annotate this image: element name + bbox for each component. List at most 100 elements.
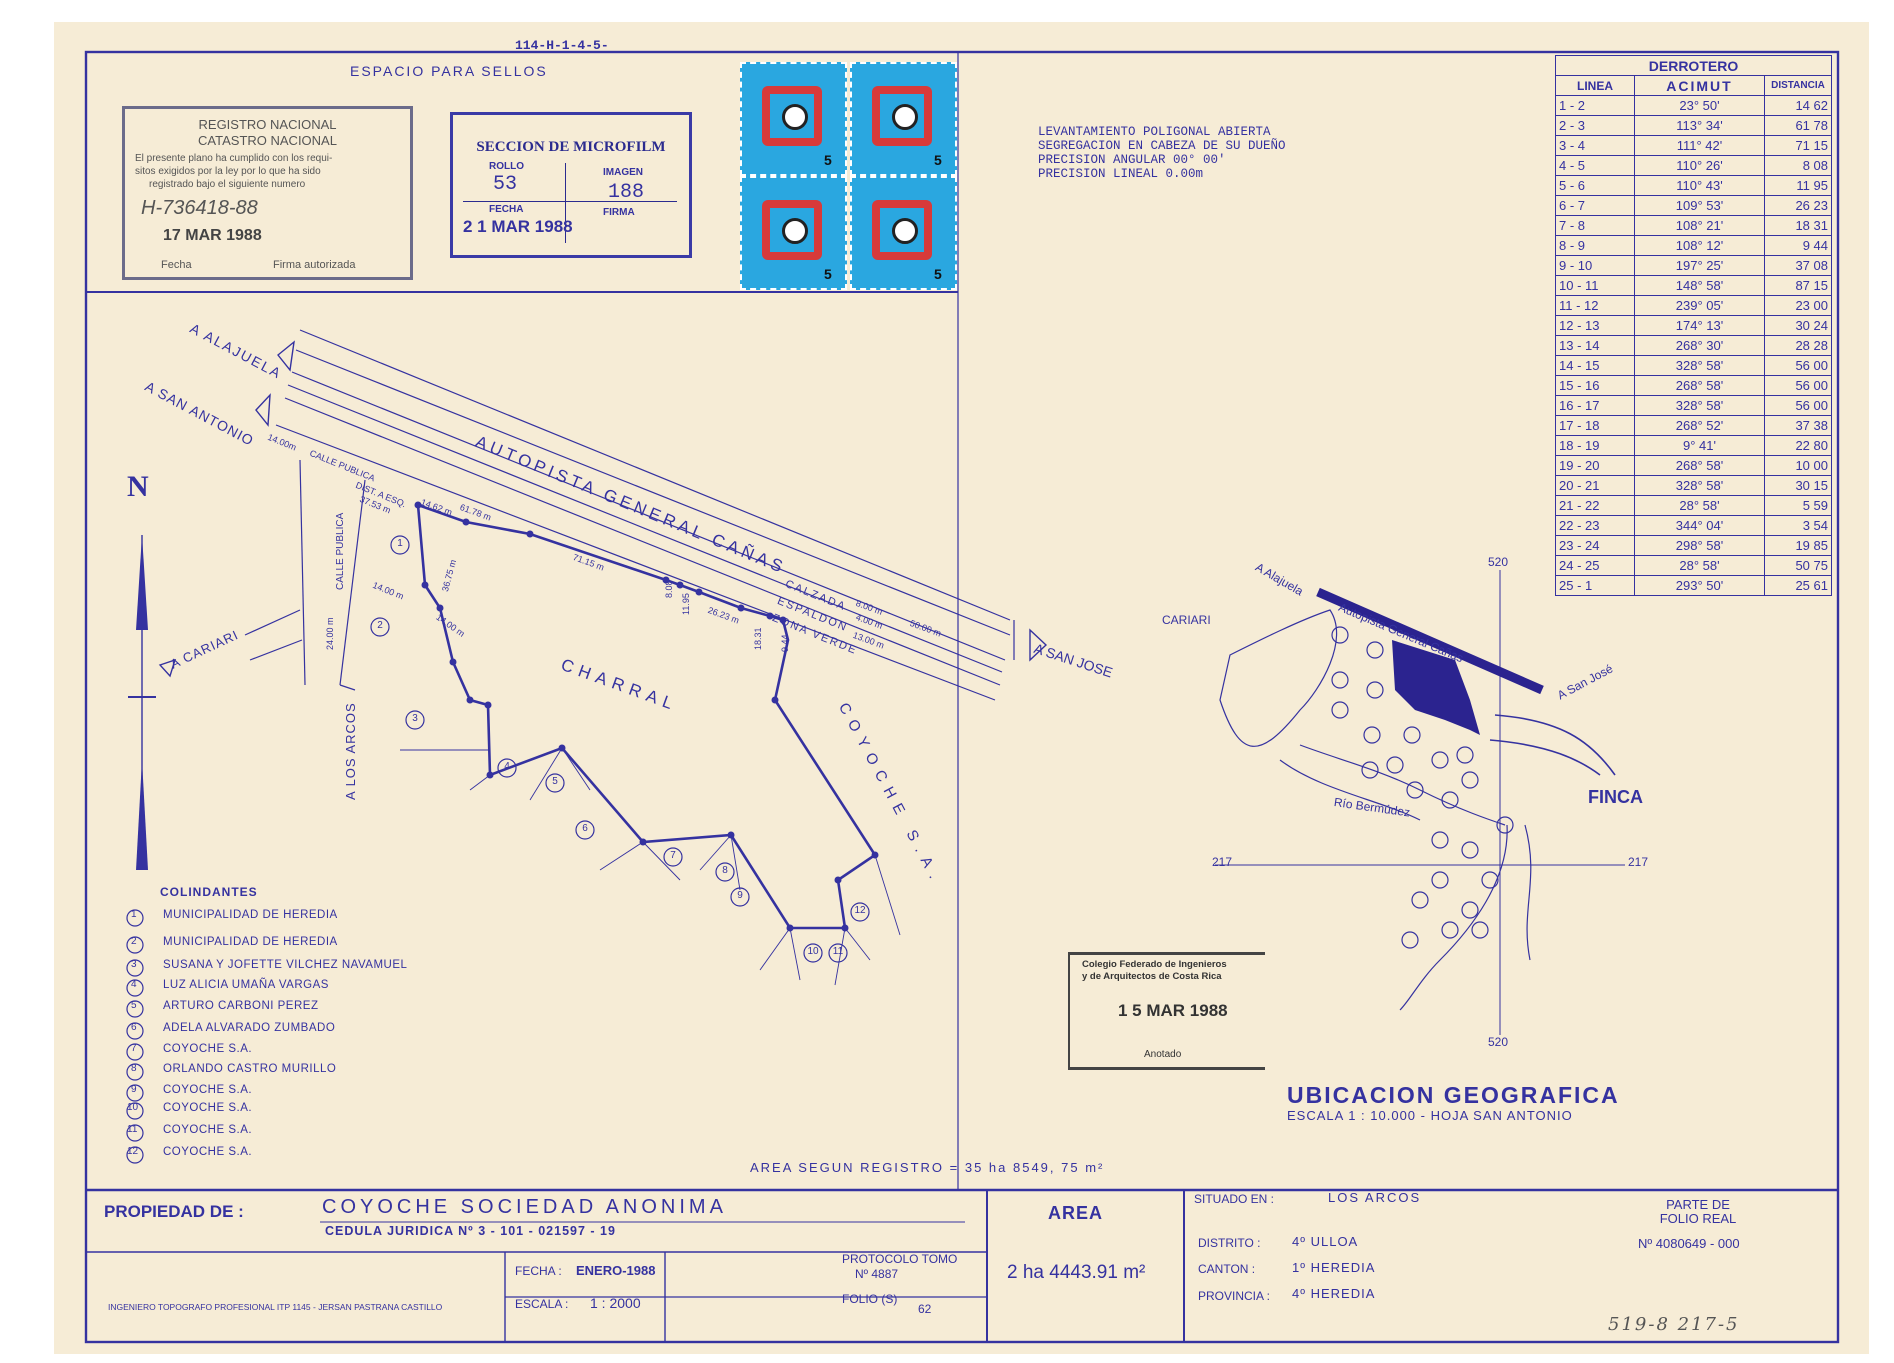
row-acimut: 239° 05' xyxy=(1634,295,1765,316)
map-neighbour-number: 8 xyxy=(722,865,728,876)
colindante-number: 9 xyxy=(131,1084,137,1095)
row-acimut: 328° 58' xyxy=(1634,395,1765,416)
dim-label: 18.31 xyxy=(753,627,763,650)
registry-date: 17 MAR 1988 xyxy=(163,227,262,244)
map-neighbour-number: 3 xyxy=(412,713,418,724)
row-distancia: 5 59 xyxy=(1764,495,1832,516)
handwritten-codes: 519-8 217-5 xyxy=(1608,1314,1740,1335)
colindante-name: COYOCHE S.A. xyxy=(163,1084,253,1096)
row-distancia: 8 08 xyxy=(1764,155,1832,176)
survey-note: PRECISION LINEAL 0.00m xyxy=(1038,167,1204,181)
row-distancia: 71 15 xyxy=(1764,135,1832,156)
coord-217-left: 217 xyxy=(1212,855,1233,869)
colindante-number: 7 xyxy=(131,1043,137,1054)
colindante-number: 8 xyxy=(131,1063,137,1074)
propiedad-label: PROPIEDAD DE : xyxy=(104,1202,244,1221)
colindante-number: 2 xyxy=(131,936,137,947)
row-acimut: 293° 50' xyxy=(1634,575,1765,596)
colegio-line-2: y de Arquitectos de Costa Rica xyxy=(1082,971,1222,982)
row-linea: 4 - 5 xyxy=(1555,155,1635,176)
col-distancia: DISTANCIA xyxy=(1764,75,1832,96)
dim-label: 8.08 xyxy=(664,580,674,598)
rollo-label: ROLLO xyxy=(489,161,524,172)
microfilm-title: SECCION DE MICROFILM xyxy=(476,139,666,155)
registry-title-2: CATASTRO NACIONAL xyxy=(198,133,337,148)
imagen-label: IMAGEN xyxy=(603,167,643,178)
colindante-name: ARTURO CARBONI PEREZ xyxy=(163,1000,319,1012)
map-neighbour-number: 11 xyxy=(832,946,844,957)
row-acimut: 110° 43' xyxy=(1634,175,1765,196)
colindante-number: 5 xyxy=(131,1000,137,1011)
colindante-name: COYOCHE S.A. xyxy=(163,1102,253,1114)
colindante-name: MUNICIPALIDAD DE HEREDIA xyxy=(163,909,338,921)
escala-label: ESCALA : xyxy=(515,1297,569,1311)
colegio-line-1: Colegio Federado de Ingenieros xyxy=(1082,959,1227,970)
fecha-label: FECHA : xyxy=(515,1264,562,1278)
coord-520-bottom: 520 xyxy=(1488,1035,1509,1049)
colindante-number: 11 xyxy=(127,1124,138,1135)
row-linea: 18 - 19 xyxy=(1555,435,1635,456)
situado-value: LOS ARCOS xyxy=(1328,1190,1422,1205)
label-calle-publica: CALLE PUBLICA xyxy=(335,512,346,590)
ubicacion-title: UBICACION GEOGRAFICA xyxy=(1287,1082,1620,1108)
registry-title-1: REGISTRO NACIONAL xyxy=(198,117,337,132)
situado-label: SITUADO EN : xyxy=(1194,1192,1275,1206)
north-arrow-icon: N xyxy=(127,470,149,503)
colindante-name: SUSANA Y JOFETTE VILCHEZ NAVAMUEL xyxy=(163,959,408,971)
cedula: CEDULA JURIDICA Nº 3 - 101 - 021597 - 19 xyxy=(325,1224,616,1238)
distrito-label: DISTRITO : xyxy=(1198,1236,1261,1250)
colegio-stamp: Colegio Federado de Ingenieros y de Arqu… xyxy=(1068,952,1265,1070)
row-acimut: 110° 26' xyxy=(1634,155,1765,176)
row-distancia: 87 15 xyxy=(1764,275,1832,296)
row-linea: 10 - 11 xyxy=(1555,275,1635,296)
folio-real: Nº 4080649 - 000 xyxy=(1638,1236,1740,1251)
colindante-number: 10 xyxy=(127,1102,139,1113)
row-linea: 14 - 15 xyxy=(1555,355,1635,376)
map-neighbour-number: 2 xyxy=(377,620,383,631)
row-acimut: 197° 25' xyxy=(1634,255,1765,276)
coord-520-top: 520 xyxy=(1488,555,1509,569)
location-map xyxy=(1215,570,1625,1035)
coord-217-right: 217 xyxy=(1628,855,1649,869)
row-linea: 24 - 25 xyxy=(1555,555,1635,576)
revenue-stamp-icon: 5 xyxy=(740,176,847,290)
loc-cariari: CARIARI xyxy=(1162,613,1211,627)
row-acimut: 23° 50' xyxy=(1634,95,1765,116)
row-distancia: 28 28 xyxy=(1764,335,1832,356)
registry-body-3: registrado bajo el siguiente numero xyxy=(149,179,306,190)
revenue-stamp-icon: 5 xyxy=(740,62,847,176)
row-linea: 7 - 8 xyxy=(1555,215,1635,236)
loc-finca: FINCA xyxy=(1588,787,1643,807)
colegio-date: 1 5 MAR 1988 xyxy=(1118,1001,1228,1020)
colindante-name: COYOCHE S.A. xyxy=(163,1043,253,1055)
dim-label: 11.95 xyxy=(681,593,691,615)
row-linea: 13 - 14 xyxy=(1555,335,1635,356)
colindante-name: COYOCHE S.A. xyxy=(163,1146,253,1158)
fecha-value: ENERO-1988 xyxy=(576,1263,656,1278)
row-linea: 9 - 10 xyxy=(1555,255,1635,276)
dim-label: 24.00 m xyxy=(325,617,335,650)
row-linea: 21 - 22 xyxy=(1555,495,1635,516)
row-acimut: 148° 58' xyxy=(1634,275,1765,296)
colindante-number: 6 xyxy=(131,1022,137,1033)
label-to-los-arcos: A LOS ARCOS xyxy=(343,702,358,800)
colindante-number: 12 xyxy=(127,1146,139,1157)
map-neighbour-number: 9 xyxy=(737,890,743,901)
row-linea: 23 - 24 xyxy=(1555,535,1635,556)
rollo-value: 53 xyxy=(493,173,518,196)
colindante-number: 1 xyxy=(131,909,137,920)
row-linea: 17 - 18 xyxy=(1555,415,1635,436)
engineer: INGENIERO TOPOGRAFO PROFESIONAL ITP 1145… xyxy=(108,1302,443,1312)
